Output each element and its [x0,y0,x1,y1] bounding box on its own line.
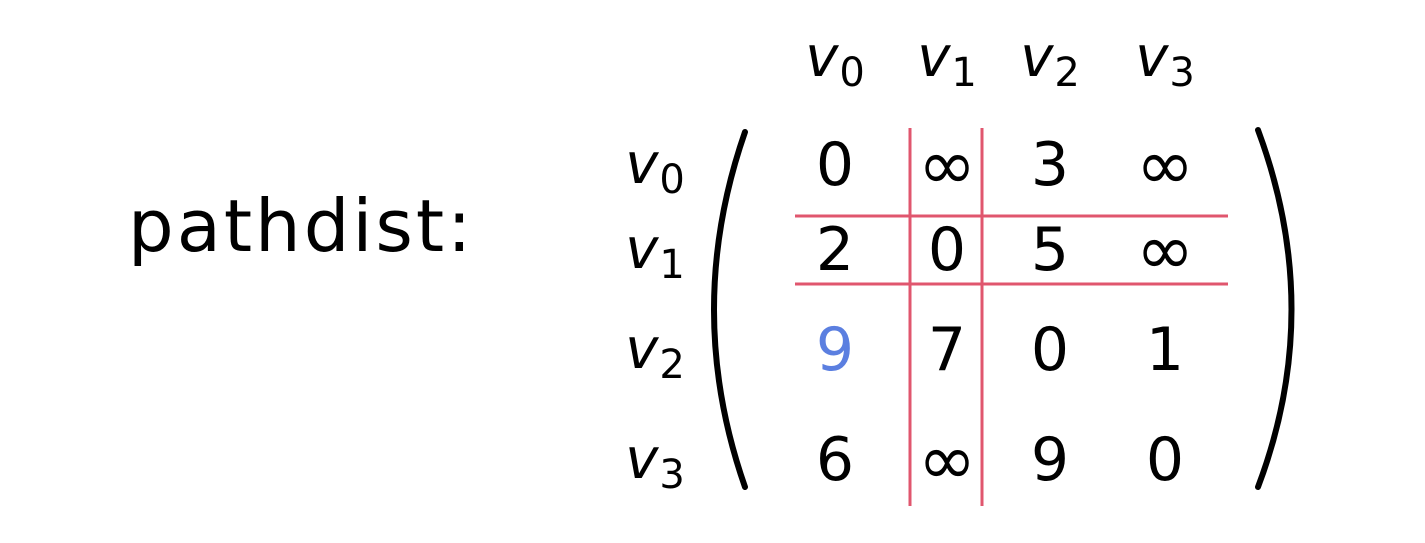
cell-v3-v3: 0 [1145,425,1185,495]
cell-v3-v2: 9 [1030,425,1070,495]
col-header-v1: v1 [917,25,977,96]
row-header-v1: v1 [625,217,685,288]
cell-v3-v1: ∞ [917,419,977,501]
col-header-v3: v3 [1135,25,1195,96]
col-header-v0: v0 [805,25,865,96]
cell-v1-v2: 5 [1030,215,1070,285]
cell-v0-v1: ∞ [917,124,977,206]
right-bracket [1255,127,1295,490]
row-header-v0: v0 [625,132,685,203]
cell-v2-v2: 0 [1030,315,1070,385]
cell-v1-v1: 0 [927,215,967,285]
row-header-v3: v3 [625,427,685,498]
cell-v2-v0: 9 [815,315,855,385]
cell-v2-v1: 7 [927,315,967,385]
matrix-label: pathdist: [128,184,475,268]
cell-v3-v0: 6 [815,425,855,495]
cell-v0-v3: ∞ [1135,124,1195,206]
row-header-v2: v2 [625,317,685,388]
col-header-v2: v2 [1020,25,1080,96]
cell-v2-v3: 1 [1145,315,1185,385]
left-bracket [711,129,748,490]
cell-v0-v0: 0 [815,130,855,200]
cell-v0-v2: 3 [1030,130,1070,200]
cell-v1-v3: ∞ [1135,209,1195,291]
cell-v1-v0: 2 [815,215,855,285]
